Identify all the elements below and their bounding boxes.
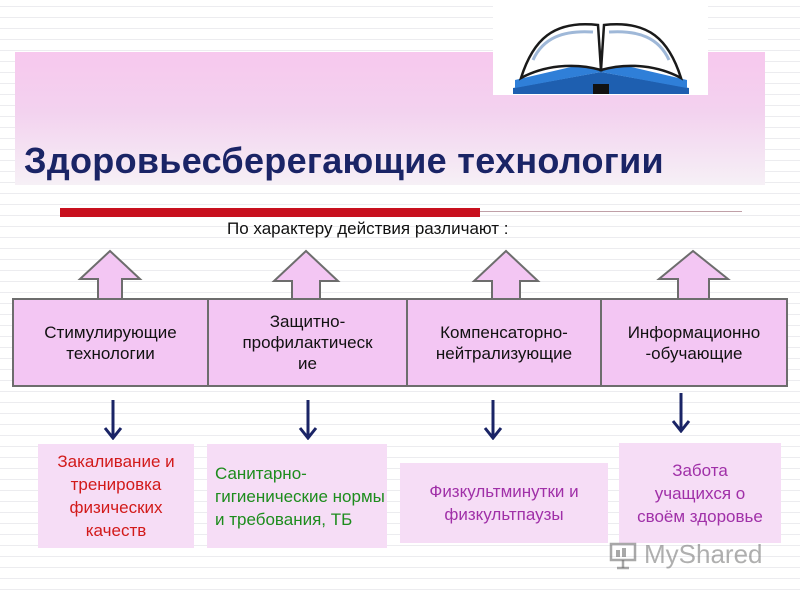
page-title: Здоровьесберегающие технологии (24, 140, 664, 181)
watermark-text: MyShared (644, 539, 763, 569)
category-box-compensatory: Компенсаторно-нейтрализующие (406, 298, 602, 387)
up-arrow-3 (471, 249, 541, 300)
example-text: Санитарно-гигиенические нормы и требован… (215, 463, 385, 529)
example-card-exercises: Физкультминутки и физкультпаузы (400, 463, 608, 543)
category-box-stimulating: Стимулирующие технологии (12, 298, 209, 387)
category-box-informational: Информационно -обучающие (600, 298, 788, 387)
example-card-health-care: Забота учащихся о своём здоровье (619, 443, 781, 543)
example-text: Забота учащихся о своём здоровье (637, 460, 763, 526)
up-arrow-2 (271, 249, 341, 300)
category-label: Компенсаторно-нейтрализующие (435, 322, 573, 363)
watermark: MyShared (608, 539, 763, 570)
example-card-hardening: Закаливание и тренировка физических каче… (38, 444, 194, 548)
category-label: Информационно -обучающие (627, 322, 761, 363)
up-arrow-4 (656, 249, 731, 300)
red-rule (60, 208, 480, 217)
subtitle: По характеру действия различают : (227, 219, 509, 238)
down-arrow-icon (103, 400, 123, 440)
category-label: Стимулирующие технологии (44, 322, 177, 363)
down-arrow-icon (671, 393, 691, 433)
open-book-icon (493, 0, 708, 95)
thin-rule (480, 211, 742, 212)
down-arrow-icon (483, 400, 503, 440)
presentation-icon (609, 542, 637, 569)
example-text: Закаливание и тренировка физических каче… (57, 452, 175, 540)
category-box-protective: Защитно-профилактическ ие (207, 298, 408, 387)
example-card-sanitary: Санитарно-гигиенические нормы и требован… (207, 444, 387, 548)
up-arrow-1 (77, 249, 143, 300)
down-arrow-icon (298, 400, 318, 440)
example-text: Физкультминутки и физкультпаузы (429, 482, 579, 524)
category-label: Защитно-профилактическ ие (242, 312, 373, 373)
